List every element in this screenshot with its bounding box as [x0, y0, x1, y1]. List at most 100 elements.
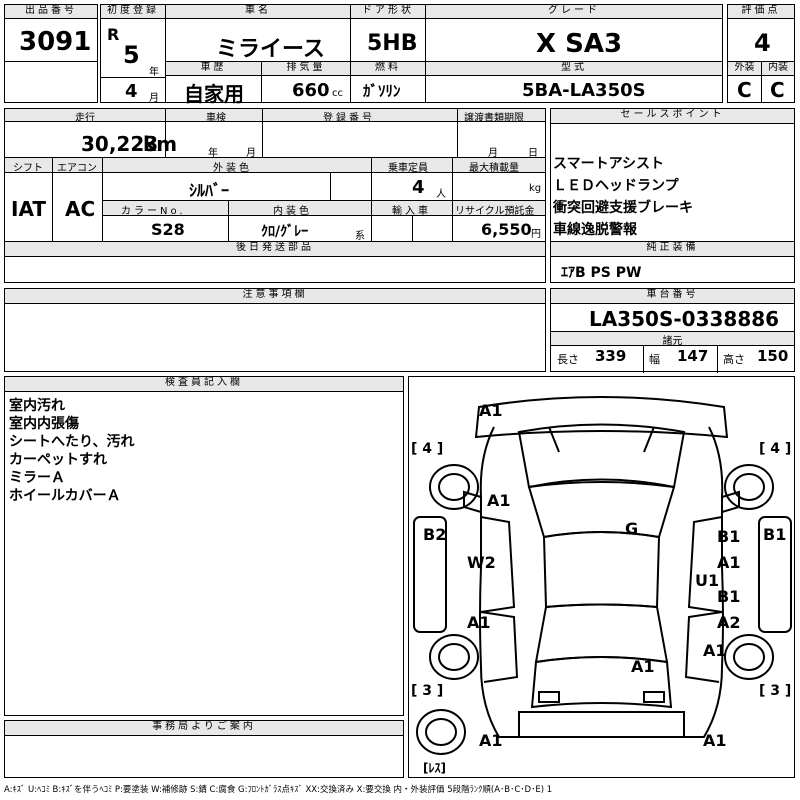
import-label: 輸入車: [392, 206, 431, 217]
car-name-cell: 車名 ミライース: [165, 4, 351, 62]
fuel-cell: 燃料 ｶﾞｿﾘﾝ: [350, 61, 426, 103]
equipment-cell: 純正装備 ｴｱB PS PW: [550, 241, 795, 283]
notes-label: 注意事項欄: [5, 289, 545, 304]
shift-label: シフト: [13, 163, 43, 174]
score: 4: [754, 29, 771, 57]
color-no-cell: S28: [102, 215, 229, 242]
length: 339: [595, 347, 627, 365]
width: 147: [677, 347, 709, 365]
registration-cell: 初度登録 R 5 年 4 月: [100, 4, 166, 104]
load-unit: kg: [529, 183, 542, 194]
inspector-line-5: ミラーＡ: [9, 470, 65, 486]
mark-tailgate: A1: [631, 657, 655, 676]
sales-point-4: 車線逸脱警報: [553, 222, 637, 238]
import-label-cell: 輸入車: [371, 200, 453, 217]
chassis-number: LA350S-0338886: [589, 307, 780, 331]
interior-color-label: 内装色: [273, 206, 312, 217]
chassis-cell: 車台番号 LA350S-0338886 諸元 長さ 339 幅 147 高さ 1…: [550, 288, 795, 373]
transfer-day-unit: 日: [528, 148, 538, 159]
score-label: 評価点: [728, 5, 794, 19]
mark-left-front-door: W2: [467, 553, 496, 572]
mark-right-front-door-upper: B1: [717, 527, 741, 546]
color-label: 外装色: [213, 163, 252, 174]
mark-right-front-door: A1: [717, 553, 741, 572]
inspector-line-3: シートへたり、汚れ: [9, 434, 135, 450]
tire-fl-label: [ 4 ]: [411, 441, 444, 457]
mark-right-rear-door-lower: A2: [717, 613, 741, 632]
recycle: 6,550: [481, 220, 532, 239]
color-no: S28: [151, 220, 185, 239]
exterior-grade: C: [737, 78, 752, 102]
displacement-unit: cc: [332, 88, 343, 99]
transfer-label: 譲渡書類期限: [464, 113, 524, 124]
interior-label: 内装: [762, 62, 794, 76]
lot-empty-cell: [4, 61, 98, 103]
office-cell: 事務局よりご案内: [4, 720, 404, 778]
inspector-line-6: ホイールカバーＡ: [9, 488, 121, 504]
legend: A:ｷｽﾞ U:ﾍｺﾐ B:ｷｽﾞを伴うﾍｺﾐ P:要塗装 W:補修跡 S:錆 …: [4, 785, 553, 795]
grade-label: グレード: [426, 5, 722, 19]
mark-roof: G: [625, 519, 639, 538]
mark-left-rear-door: A1: [467, 613, 491, 632]
capacity-cell: 4 人: [371, 172, 453, 201]
mark-right-rear-door: B1: [717, 587, 741, 606]
mark-hood: A1: [487, 491, 511, 510]
mark-right-front-fender: B1: [763, 525, 787, 544]
load-label-cell: 最大積載量: [452, 157, 546, 174]
inspection-year-unit: 年: [208, 148, 218, 159]
length-label: 長さ: [557, 353, 579, 366]
mileage-cell: 30,223 km: [4, 121, 177, 158]
reg-label: 初度登録: [101, 5, 165, 19]
score-cell: 評価点 4: [727, 4, 795, 62]
later-parts-cell: 後日発送部品: [4, 241, 546, 283]
car-diagram: [ 4 ] [ 4 ] [ 3 ] [ 3 ] [ﾚｽ] A1 A1 B2 W2…: [408, 376, 795, 778]
plate-label: 登録番号: [323, 113, 375, 124]
inspection-cell: 年 月: [165, 121, 263, 159]
history-label: 車歴: [166, 62, 261, 76]
inspection-label: 車検: [206, 113, 226, 124]
door-cell: ドア形状 5HB: [350, 4, 426, 62]
tire-rl-label: [ 3 ]: [411, 683, 444, 699]
later-parts-label: 後日発送部品: [5, 242, 545, 257]
sales-point-3: 衝突回避支援ブレーキ: [553, 200, 693, 216]
tire-fr-label: [ 4 ]: [759, 441, 792, 457]
exterior-cell: 外装 C: [727, 61, 762, 103]
mark-right-rear-fender: A1: [703, 641, 727, 660]
inspector-label: 検査員記入欄: [5, 377, 403, 392]
displacement-label: 排気量: [262, 62, 350, 76]
model: 5BA-LA350S: [522, 80, 646, 101]
interior-cell: 内装 C: [761, 61, 795, 103]
history-cell: 車歴 自家用: [165, 61, 262, 106]
ac-label-cell: エアコン: [52, 157, 103, 174]
inspection-month-unit: 月: [246, 148, 256, 159]
recycle-cell: 6,550 円: [452, 215, 546, 242]
fuel-label: 燃料: [351, 62, 425, 76]
lot-label: 出品番号: [5, 5, 97, 19]
inspection-label-cell: 車検: [165, 108, 263, 124]
grade: X SA3: [536, 29, 623, 59]
model-cell: 型式 5BA-LA350S: [425, 61, 723, 103]
reg-month-unit: 月: [149, 93, 159, 104]
import-cell-2: [412, 215, 453, 242]
reg-year-unit: 年: [149, 67, 159, 78]
color: ｼﾙﾊﾞｰ: [189, 181, 230, 200]
notes-cell: 注意事項欄: [4, 288, 546, 372]
capacity-label: 乗車定員: [388, 163, 428, 174]
interior-color: ｸﾛ/ｸﾞﾚｰ: [261, 224, 309, 240]
recycle-label: リサイクル預託金: [455, 206, 535, 217]
reg-year: 5: [123, 41, 140, 69]
ac: AC: [65, 197, 96, 221]
recycle-label-cell: リサイクル預託金: [452, 200, 546, 217]
height-label: 高さ: [723, 353, 745, 366]
office-label: 事務局よりご案内: [5, 721, 403, 736]
color-no-label: カラーNo.: [121, 206, 186, 217]
grade-cell: グレード X SA3: [425, 4, 723, 62]
inspector-line-1: 室内汚れ: [9, 398, 65, 414]
mark-front-bumper: A1: [479, 401, 503, 420]
ac-cell: AC: [52, 172, 103, 242]
import-cell: [371, 215, 413, 242]
mark-left-front-fender: B2: [423, 525, 447, 544]
capacity-label-cell: 乗車定員: [371, 157, 453, 174]
color-label-cell: 外装色: [102, 157, 372, 174]
model-label: 型式: [426, 62, 722, 76]
